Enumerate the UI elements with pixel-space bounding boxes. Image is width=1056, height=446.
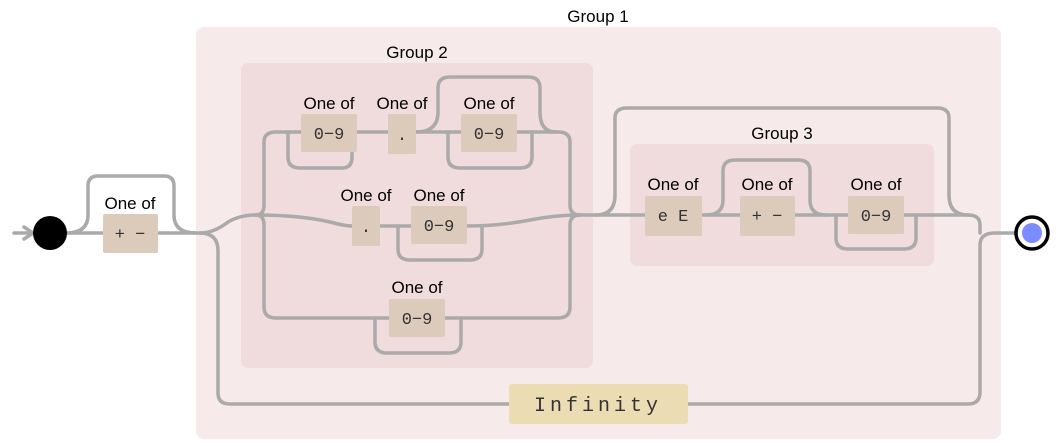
g2-top-digits-one-of-label: One of <box>303 94 354 113</box>
g2-top-digits2-text: 0−9 <box>474 126 505 145</box>
sign-charclass-box <box>103 214 158 253</box>
g3-digits-one-of-label: One of <box>850 175 901 194</box>
end-node-fill <box>1022 223 1042 243</box>
g2-top-digits-box <box>301 114 357 152</box>
sign-one-of-label: One of <box>104 194 155 213</box>
infinity-literal-text: Infinity <box>534 395 662 418</box>
g2-top-dot-one-of-label: One of <box>376 94 427 113</box>
g3-exponent-text: e E <box>658 208 689 227</box>
g3-exponent-one-of-label: One of <box>647 175 698 194</box>
g2-bottom-digits-one-of-label: One of <box>391 278 442 297</box>
g3-sign-text: + − <box>752 208 783 227</box>
g2-mid-digits-box <box>411 206 467 244</box>
infinity-literal-box <box>509 384 688 424</box>
g2-top-digits2-one-of-label: One of <box>463 94 514 113</box>
g2-bottom-digits-box <box>389 299 445 337</box>
g3-digits-text: 0−9 <box>861 208 892 227</box>
g2-mid-dot-text: . <box>361 219 371 238</box>
g3-digits-box <box>848 196 904 234</box>
g2-top-digits-text: 0−9 <box>314 126 345 145</box>
group-3-label: Group 3 <box>751 124 812 143</box>
group-1-label: Group 1 <box>567 7 628 26</box>
g2-mid-dot-box <box>352 206 380 246</box>
g2-top-dot-box <box>388 114 416 154</box>
group-2-label: Group 2 <box>386 43 447 62</box>
g3-sign-one-of-label: One of <box>741 175 792 194</box>
g2-top-dot-text: . <box>397 127 407 146</box>
g3-exponent-box <box>645 196 702 236</box>
sign-charclass-text: + − <box>115 226 146 245</box>
g2-mid-digits-text: 0−9 <box>424 218 455 237</box>
g2-bottom-digits-text: 0−9 <box>402 311 433 330</box>
start-node <box>33 216 67 250</box>
g2-mid-dot-one-of-label: One of <box>340 186 391 205</box>
diagram-tracks <box>12 75 1018 406</box>
g2-top-digits2-box <box>461 114 517 152</box>
g3-sign-box <box>740 196 795 236</box>
g2-mid-digits-one-of-label: One of <box>413 186 464 205</box>
